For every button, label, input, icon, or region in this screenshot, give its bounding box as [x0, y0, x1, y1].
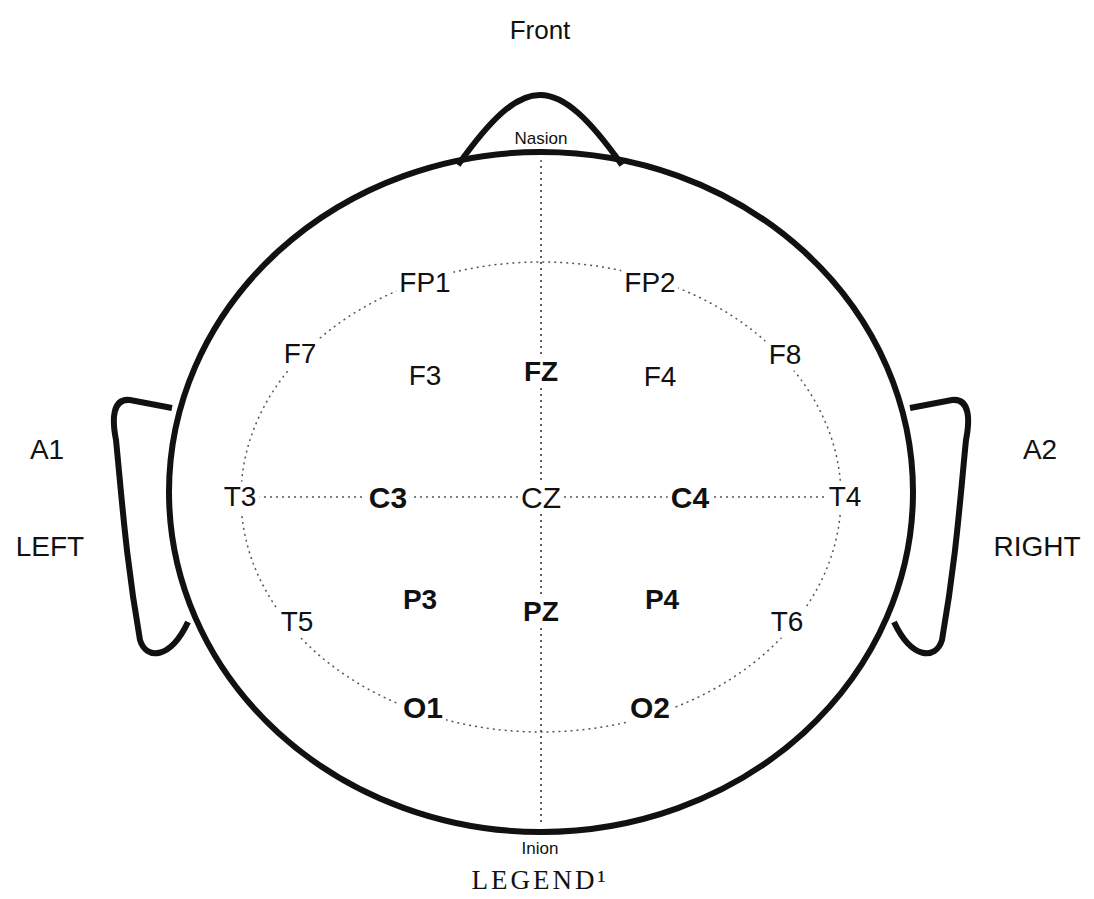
electrode-label: RIGHT — [990, 532, 1083, 563]
electrode-label: T5 — [278, 607, 317, 638]
electrode-label: F8 — [766, 340, 805, 371]
electrode-label: FP1 — [396, 268, 453, 299]
electrode-label: P4 — [642, 585, 682, 616]
electrode-label: Inion — [519, 840, 562, 859]
electrode-label: F3 — [406, 361, 445, 392]
electrode-label: P3 — [400, 585, 440, 616]
electrode-label: Front — [507, 16, 574, 45]
electrode-label: FZ — [521, 357, 561, 388]
electrode-label: T6 — [768, 607, 807, 638]
electrode-label: LEFT — [13, 532, 87, 563]
electrode-label: F4 — [641, 362, 680, 393]
electrode-label: CZ — [518, 481, 564, 514]
electrode-label: C4 — [668, 481, 712, 514]
caption: LEGEND¹ — [471, 866, 608, 896]
electrode-label: A1 — [27, 435, 67, 466]
electrode-label: Nasion — [512, 130, 571, 149]
electrode-label: F7 — [281, 339, 320, 370]
electrode-label: O1 — [400, 691, 446, 724]
electrode-label: A2 — [1020, 435, 1060, 466]
electrode-label: FP2 — [621, 268, 678, 299]
electrode-label: T3 — [221, 482, 260, 513]
left-ear — [114, 400, 188, 653]
electrode-label: T4 — [826, 482, 865, 513]
electrode-label: PZ — [520, 597, 562, 628]
electrode-label: C3 — [366, 481, 410, 514]
right-ear — [894, 400, 968, 653]
head-outline — [169, 152, 913, 832]
electrode-label: O2 — [627, 691, 673, 724]
